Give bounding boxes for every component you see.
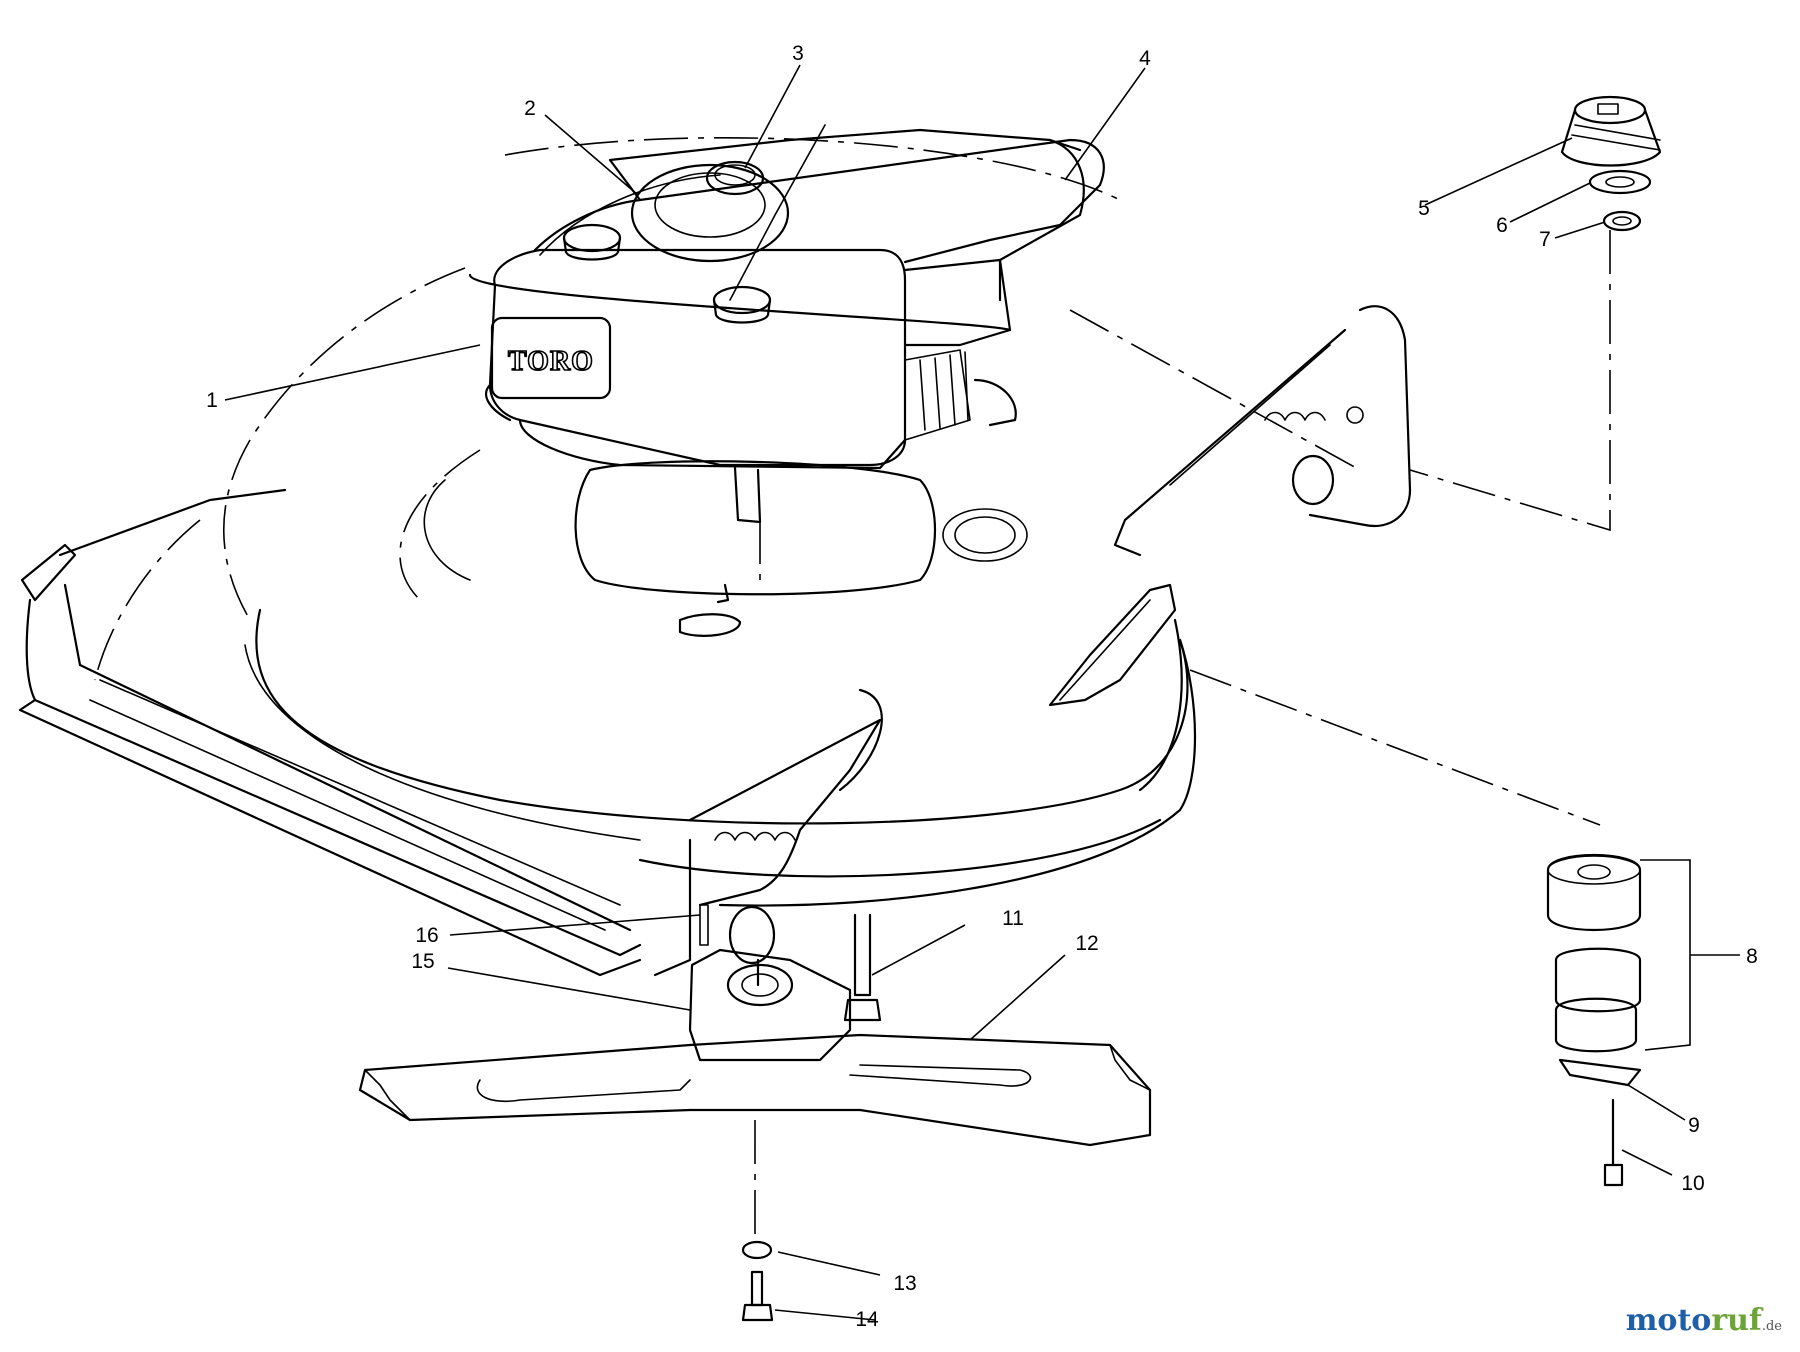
callout-labels: 1 2 3 4 5 6 7 8 9 10 11 12 13 14 15 16 <box>206 42 1758 1331</box>
callout-9: 9 <box>1688 1114 1700 1137</box>
callout-1: 1 <box>206 389 218 412</box>
brand-plate-frame <box>490 316 612 400</box>
callout-14: 14 <box>855 1308 879 1331</box>
watermark-logo: motoruf.de <box>1626 1303 1782 1338</box>
cylinder-fins <box>904 349 1017 441</box>
callout-15: 15 <box>411 950 434 973</box>
wheel-cap-assembly <box>1560 95 1662 232</box>
brand-plate-text: TORO <box>508 346 594 377</box>
callout-12: 12 <box>1075 932 1098 955</box>
callout-2: 2 <box>524 97 536 120</box>
leader-lines <box>224 64 1740 1321</box>
height-adjuster-rear <box>1113 305 1412 557</box>
callout-8: 8 <box>1746 945 1758 968</box>
oil-cap <box>562 223 622 253</box>
callout-6: 6 <box>1496 214 1508 237</box>
wheel-assembly <box>1546 853 1642 1187</box>
centerline-front-wheel <box>1189 669 1601 826</box>
callout-13: 13 <box>893 1272 916 1295</box>
centerline-wheel-nut <box>1409 230 1611 532</box>
blade-adapter <box>688 948 852 1062</box>
mower-deck <box>18 137 1197 977</box>
centerline-rear-wheel <box>1069 309 1361 471</box>
watermark-part-1: moto <box>1625 1303 1712 1338</box>
watermark-domain: .de <box>1761 1319 1782 1334</box>
callout-5: 5 <box>1418 197 1430 220</box>
engine: TORO <box>485 124 1105 637</box>
height-adjuster-front <box>653 688 883 977</box>
watermark-part-2: ruf <box>1711 1303 1762 1338</box>
blade-bolt-hardware <box>741 1240 774 1322</box>
blade <box>358 1033 1152 1147</box>
bolt-11 <box>843 913 882 1022</box>
callout-11: 11 <box>1002 907 1024 930</box>
callout-7: 7 <box>1539 228 1551 251</box>
rewind-starter <box>630 163 790 263</box>
callout-16: 16 <box>415 924 438 947</box>
callout-4: 4 <box>1139 47 1151 70</box>
callout-3: 3 <box>792 42 804 65</box>
callout-10: 10 <box>1681 1172 1704 1195</box>
